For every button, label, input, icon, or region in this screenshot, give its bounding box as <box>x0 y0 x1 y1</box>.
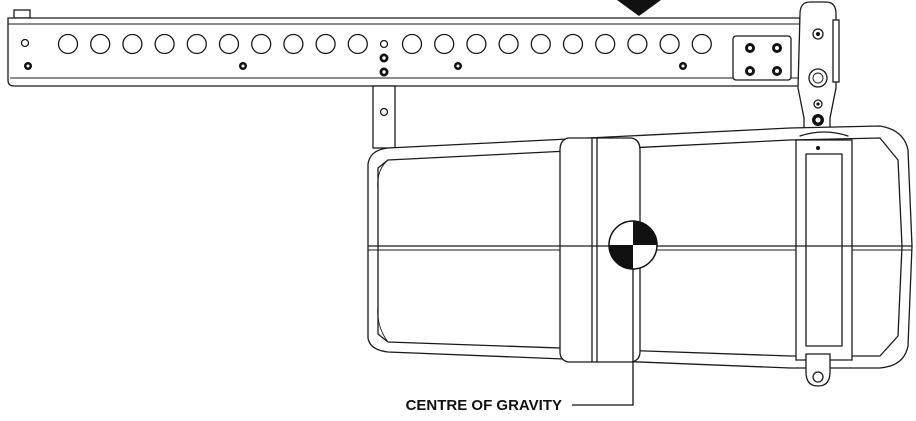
flybar-pin-hole <box>401 33 423 55</box>
flybar-pin-hole <box>57 33 79 55</box>
flybar-pin-hole <box>498 33 519 55</box>
flybar-pin-hole <box>595 33 616 55</box>
centre-of-gravity-label: CENTRE OF GRAVITY <box>406 397 562 414</box>
flybar-pin-hole <box>251 33 272 55</box>
flybar-pin-hole <box>562 33 584 55</box>
centre-of-gravity-icon <box>608 220 658 270</box>
arm-large-hole <box>808 68 828 88</box>
flybar-small-hole <box>20 38 30 48</box>
flybar-pin-hole <box>315 33 336 55</box>
flybar-pin-hole <box>154 33 175 55</box>
flybar-end-tab <box>13 9 31 19</box>
mounting-arm <box>797 1 840 131</box>
flybar-pin-hole <box>627 33 648 55</box>
flybar-centre-hole <box>379 39 389 49</box>
bottom-rigging-lug <box>805 353 831 387</box>
pickup-point-arrow-icon <box>617 0 661 16</box>
flybar-bolts <box>24 53 687 77</box>
flybar-pin-hole <box>218 33 240 55</box>
rigging-frame <box>795 131 853 387</box>
flybar <box>7 0 801 87</box>
flybar-pin-hole <box>347 33 368 55</box>
centre-of-gravity-leader-line <box>572 269 634 406</box>
cabinet-band <box>559 137 641 363</box>
flybar-bolt-plate <box>732 35 792 81</box>
flybar-pin-hole <box>530 33 551 55</box>
arm-side-plate <box>832 19 840 83</box>
link-bracket <box>372 85 396 149</box>
flybar-pin-hole <box>90 33 111 55</box>
flybar-pin-hole <box>691 33 712 55</box>
flybar-pin-hole <box>466 33 487 55</box>
flybar-pin-hole <box>434 33 455 55</box>
flybar-pin-hole <box>186 33 207 55</box>
flybar-pin-hole <box>283 33 304 55</box>
flybar-pin-hole <box>122 33 143 55</box>
flybar-pin-holes <box>57 33 712 55</box>
flybar-pin-hole <box>659 33 680 55</box>
